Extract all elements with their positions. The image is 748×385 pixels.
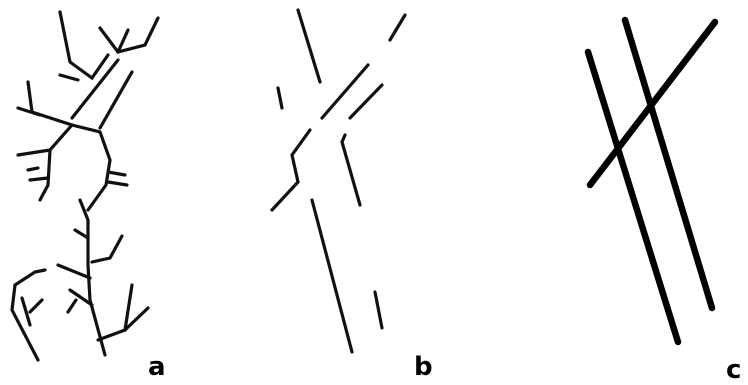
panel-a-branch xyxy=(108,182,127,185)
panel-a-branch xyxy=(60,12,108,78)
panel-a-branch xyxy=(15,270,45,285)
panel-a-branch xyxy=(92,236,122,262)
panel-a-channel xyxy=(100,72,132,128)
panel-a-branch xyxy=(108,172,125,175)
panel-b-segment xyxy=(375,292,382,328)
panel-c-lineament xyxy=(590,22,715,185)
panel-b-segment xyxy=(342,135,360,205)
panel-label-c: c xyxy=(726,355,741,385)
panel-b-segment xyxy=(298,10,320,82)
panel-a-branch xyxy=(75,230,88,238)
panel-a-trunk xyxy=(80,200,105,355)
panel-a-branch xyxy=(68,300,76,312)
panel-a-branch xyxy=(40,125,72,200)
panel-label-a: a xyxy=(148,352,166,382)
panel-a-branching-network xyxy=(12,12,158,360)
panel-a-branch xyxy=(60,75,78,80)
panel-a-branch xyxy=(98,308,148,340)
panel-b-fragmented-segments xyxy=(272,10,405,352)
panel-c-lineament xyxy=(588,52,678,342)
panel-c-simplified-lineaments xyxy=(588,20,715,342)
panel-a-branch xyxy=(72,125,110,210)
panel-c-lineament xyxy=(625,20,712,308)
panel-a-branch xyxy=(28,168,38,170)
panel-a-branch xyxy=(30,300,42,312)
panel-a-branch xyxy=(12,285,38,360)
panel-b-segment xyxy=(292,130,310,182)
panel-b-segment xyxy=(322,65,368,118)
panel-b-segment xyxy=(390,15,405,40)
panel-b-segment xyxy=(278,88,282,108)
panel-label-b: b xyxy=(414,352,433,382)
panel-a-branch xyxy=(58,265,90,278)
panel-b-segment xyxy=(350,85,382,118)
panel-a-branch xyxy=(18,150,50,155)
panel-a-branch xyxy=(18,108,40,115)
panel-b-segment xyxy=(312,200,352,352)
panel-a-branch xyxy=(100,18,158,52)
panel-b-segment xyxy=(272,182,298,210)
panel-a-branch xyxy=(30,178,48,180)
panel-a-branch xyxy=(28,82,72,125)
